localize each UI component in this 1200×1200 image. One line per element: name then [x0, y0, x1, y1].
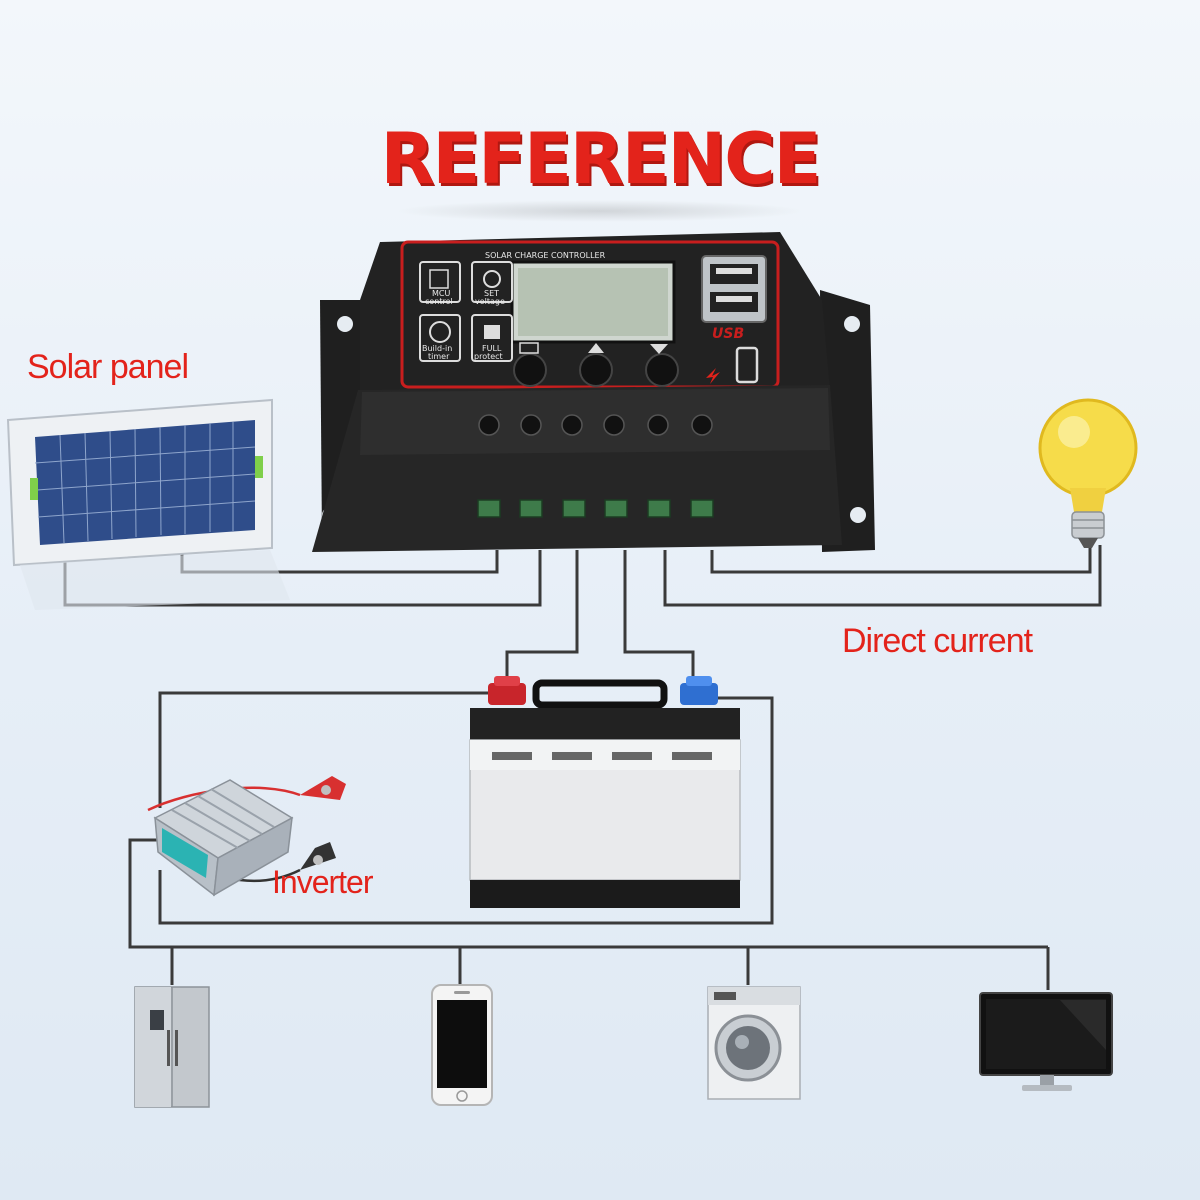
- icon-full-line2: protect: [474, 352, 503, 361]
- inverter-icon: [147, 776, 346, 897]
- usb-ports: [701, 255, 767, 323]
- wire-battery-pos: [505, 550, 579, 685]
- refrigerator-icon: [134, 986, 210, 1108]
- icon-timer-line1: Build-in: [422, 344, 452, 353]
- wires: [63, 540, 1102, 990]
- wire-inverter-neg: [158, 696, 774, 925]
- wire-battery-neg: [623, 550, 695, 685]
- wire-inverter-pos: [158, 691, 495, 808]
- icon-mcu-line1: MCU: [432, 289, 450, 298]
- charge-controller: SOLAR CHARGE CONTROLLER MCU control SET …: [312, 232, 875, 552]
- wire-load-pos: [663, 545, 1102, 607]
- washing-machine-icon: [707, 986, 801, 1100]
- phone-icon: [431, 984, 493, 1106]
- title-shadow: [395, 200, 805, 222]
- icon-timer-line2: timer: [428, 352, 450, 361]
- icon-full-line1: FULL: [482, 344, 502, 353]
- direct-current-label: Direct current: [842, 622, 1034, 660]
- phone-charge-icon: [735, 346, 759, 384]
- battery-icon: [469, 676, 741, 908]
- page-title: REFERENCE: [380, 118, 822, 200]
- terminal-screws: [478, 414, 713, 436]
- solar-panel-label: Solar panel: [27, 348, 188, 386]
- icon-mcu-line2: control: [425, 297, 453, 306]
- controller-buttons: [513, 342, 679, 387]
- icon-set-line2: voltage: [475, 297, 505, 306]
- controller-feature-icons: MCU control SET voltage Build-in timer F…: [419, 261, 513, 362]
- usb-label: USB: [712, 326, 744, 342]
- terminal-blocks: [477, 499, 714, 518]
- light-bulb-icon: [1038, 398, 1138, 548]
- inverter-label: Inverter: [272, 864, 374, 900]
- controller-header: SOLAR CHARGE CONTROLLER: [485, 251, 606, 260]
- solar-panel-icon: [6, 398, 290, 610]
- wire-load-neg: [710, 545, 1092, 574]
- icon-set-line1: SET: [484, 289, 499, 298]
- charge-bolt-icon: [706, 368, 720, 384]
- wire-ac-bus: [128, 838, 1048, 949]
- monitor-icon: [979, 992, 1113, 1091]
